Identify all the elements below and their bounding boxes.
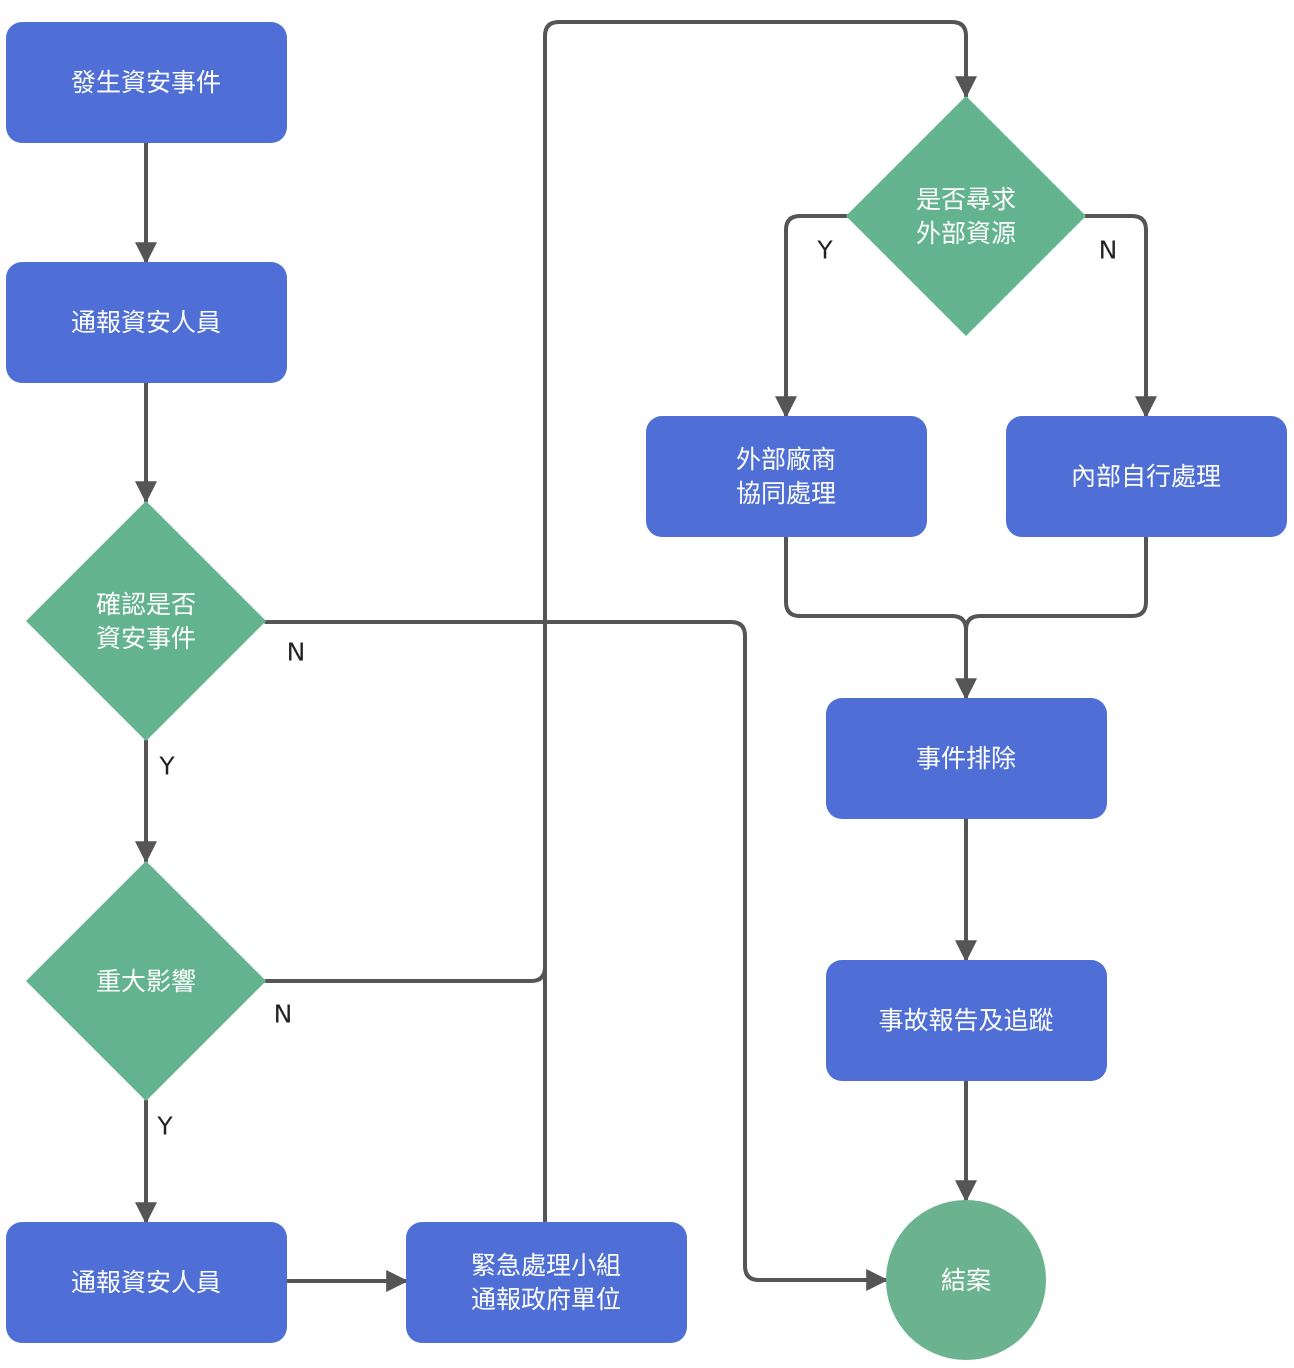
edge-major-no-merge [264,898,547,983]
node-case-closed[interactable]: 結案 [886,1200,1046,1360]
label-major-no: N [274,1000,293,1029]
node-text-line: 確認是否 [96,590,196,619]
node-notify-staff-1-text: 通報資安人員 [71,308,221,337]
edge-external-no-to-internal [1084,214,1157,419]
node-external-resource-question[interactable]: 是否尋求外部資源 [846,96,1086,336]
node-confirm-incident[interactable]: 確認是否資安事件 [26,501,266,741]
node-vendor-assist[interactable]: 外部廠商協同處理 [646,416,927,537]
label-confirm-yes: Y [158,752,175,781]
node-start-text: 發生資安事件 [71,68,221,97]
node-notify-staff-2[interactable]: 通報資安人員 [6,1222,287,1343]
node-internal-handling-text: 內部自行處理 [1071,462,1221,491]
node-text-line: 是否尋求 [916,185,1016,214]
node-incident-report[interactable]: 事故報告及追蹤 [826,960,1107,1081]
node-notify-staff-2-text: 通報資安人員 [71,1268,221,1297]
node-major-impact[interactable]: 重大影響 [26,861,266,1101]
node-incident-resolved-text: 事件排除 [916,744,1016,773]
label-external-yes: Y [816,236,833,265]
node-text-line: 外部資源 [916,219,1016,248]
edge-emergency-to-external-question [543,20,977,1224]
node-text-line: 內部自行處理 [1071,462,1221,491]
label-external-no: N [1099,236,1118,265]
node-text-line: 緊急處理小組 [471,1251,621,1280]
node-notify-staff-1[interactable]: 通報資安人員 [6,262,287,383]
node-case-closed-text: 結案 [941,1266,991,1295]
label-major-yes: Y [156,1112,173,1141]
node-external-resource-question-text: 是否尋求外部資源 [916,185,1016,248]
node-text-line: 重大影響 [96,967,196,996]
edge-labels: N Y N Y Y N [156,236,1117,1141]
node-vendor-assist-text: 外部廠商協同處理 [736,445,836,508]
node-text-line: 通報政府單位 [471,1285,621,1314]
node-emergency-team[interactable]: 緊急處理小組通報政府單位 [406,1222,687,1343]
edge-confirm-no-to-close [264,620,889,1291]
node-text-line: 事件排除 [916,744,1016,773]
node-text-line: 事故報告及追蹤 [878,1006,1053,1035]
edge-vendor-to-resolve [784,535,968,700]
edge-external-yes-to-vendor [775,214,848,419]
node-text-line: 結案 [941,1266,991,1295]
node-incident-report-text: 事故報告及追蹤 [878,1006,1053,1035]
node-text-line: 外部廠商 [736,445,836,474]
edge-internal-to-resolve [955,535,1148,701]
node-text-line: 協同處理 [736,479,836,508]
node-emergency-team-text: 緊急處理小組通報政府單位 [471,1251,621,1314]
edges [135,20,1157,1292]
node-text-line: 通報資安人員 [71,308,221,337]
node-confirm-incident-text: 確認是否資安事件 [96,590,196,653]
node-major-impact-text: 重大影響 [96,967,196,996]
node-incident-resolved[interactable]: 事件排除 [826,698,1107,819]
node-internal-handling[interactable]: 內部自行處理 [1006,416,1287,537]
label-confirm-no: N [287,638,306,667]
node-text-line: 發生資安事件 [71,68,221,97]
node-start[interactable]: 發生資安事件 [6,22,287,143]
node-text-line: 資安事件 [96,624,196,653]
node-text-line: 通報資安人員 [71,1268,221,1297]
nodes: 發生資安事件 通報資安人員 確認是否資安事件 重大影響 通報資安人員 緊急處理小… [6,22,1287,1360]
